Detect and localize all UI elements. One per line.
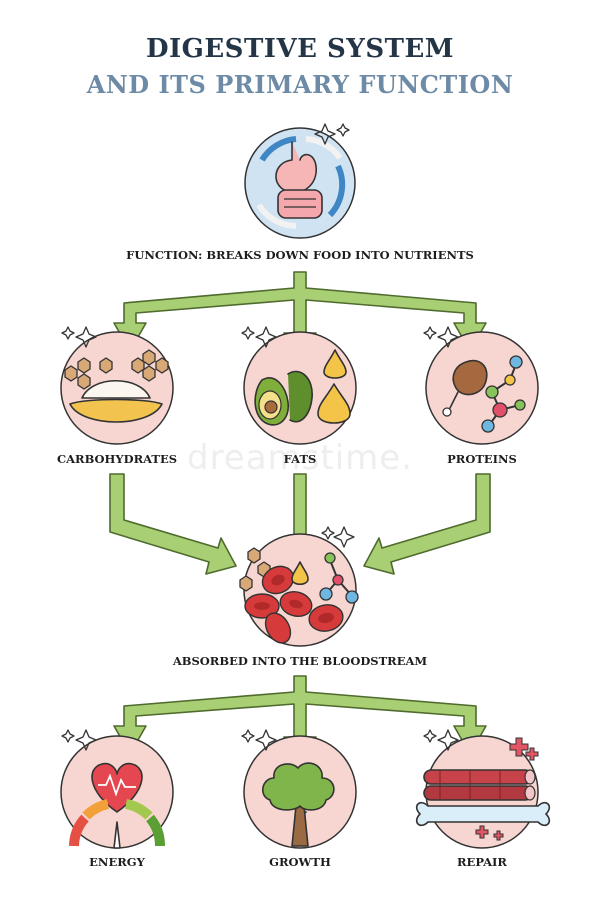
- sparkle-icon: [241, 326, 277, 348]
- repair-icon: [415, 735, 551, 849]
- digestive-system-icon: [244, 127, 356, 239]
- sparkle-icon: [423, 326, 459, 348]
- fats-label: FATS: [284, 452, 317, 466]
- sparkle-icon: [61, 729, 97, 751]
- proteins-label: PROTEINS: [447, 452, 517, 466]
- title-line-1: DIGESTIVE SYSTEM: [145, 34, 455, 64]
- growth-label: GROWTH: [269, 855, 331, 869]
- energy-icon: [60, 735, 174, 849]
- absorbed-label: ABSORBED INTO THE BLOODSTREAM: [172, 654, 428, 668]
- title-line-2: AND ITS PRIMARY FUNCTION: [86, 70, 514, 99]
- sparkle-icon: [423, 729, 459, 751]
- sparkle-icon: [321, 526, 355, 548]
- proteins-icon: [425, 331, 539, 445]
- carbohydrates-icon: [60, 331, 174, 445]
- bloodstream-icon: [239, 533, 359, 647]
- sparkle-icon: [61, 326, 97, 348]
- repair-label: REPAIR: [457, 855, 507, 869]
- function-label: FUNCTION: BREAKS DOWN FOOD INTO NUTRIENT…: [126, 248, 474, 262]
- fats-icon: [243, 331, 357, 445]
- sparkle-icon: [314, 123, 350, 145]
- energy-label: ENERGY: [89, 855, 145, 869]
- growth-icon: [243, 735, 357, 849]
- sparkle-icon: [241, 729, 277, 751]
- carbohydrates-label: CARBOHYDRATES: [57, 452, 177, 466]
